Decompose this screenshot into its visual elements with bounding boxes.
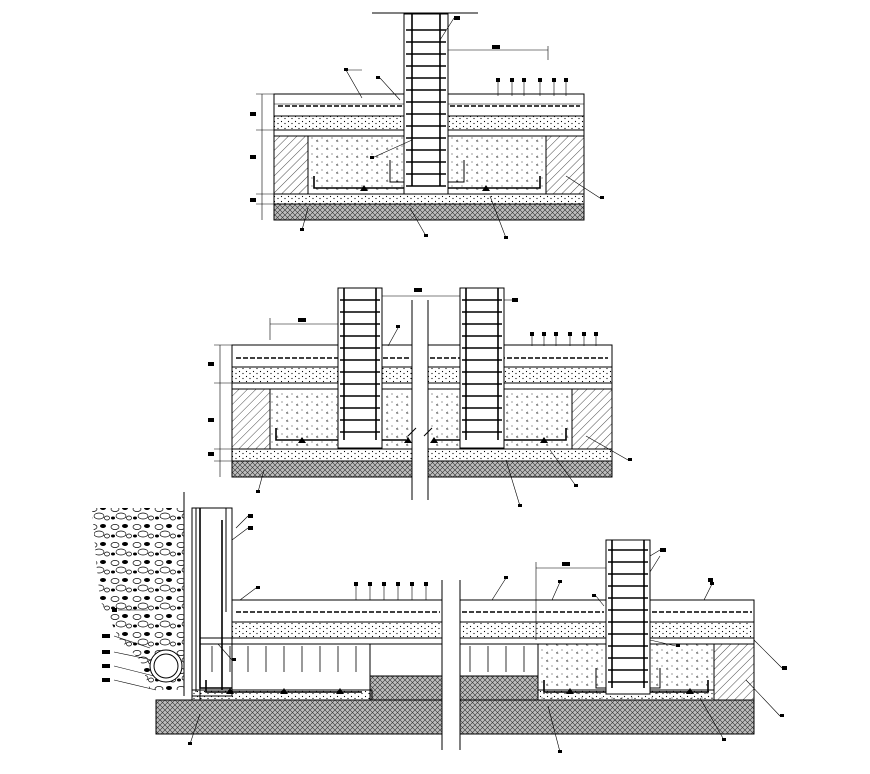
view-edge-pedestal — [459, 539, 787, 753]
view-single-pedestal — [250, 12, 604, 239]
view-double-pedestal-joint — [208, 287, 632, 507]
view-retaining-wall-drain — [92, 492, 443, 750]
